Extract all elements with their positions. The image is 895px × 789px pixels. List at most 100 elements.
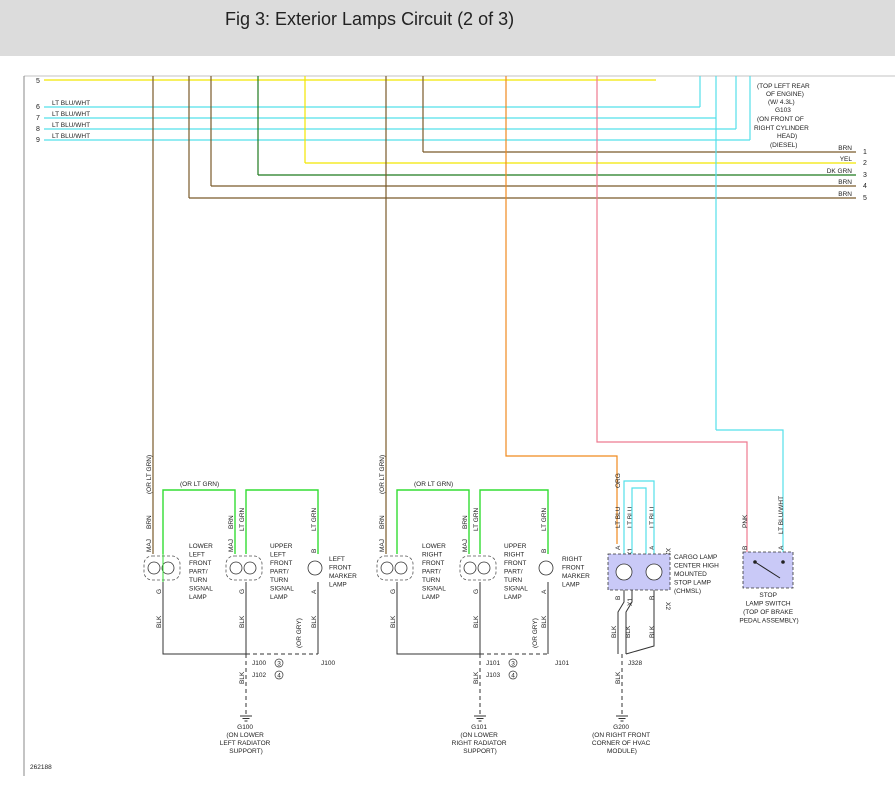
vertical-feeds <box>152 76 784 554</box>
pin-x1: X1 <box>627 548 634 556</box>
vlabel-ltblu-2: LT BLU <box>627 506 634 528</box>
ground-label-line: G200 <box>613 724 629 731</box>
lamp-label-line: TURN <box>504 577 522 584</box>
lamp-label-line: LEFT <box>329 556 345 563</box>
right-num-4: 4 <box>863 183 867 190</box>
vlabel-ltgrn-4: LT GRN <box>541 507 548 531</box>
lamp-label-line: MOUNTED <box>674 571 707 578</box>
splice-num: 4 <box>511 673 515 680</box>
splice-j328: J328 <box>628 660 642 667</box>
figure-title: Fig 3: Exterior Lamps Circuit (2 of 3) <box>225 9 515 29</box>
left-green-wiring <box>162 489 319 554</box>
right-num-3: 3 <box>863 172 867 179</box>
lamp-label-line: PART/ <box>270 569 289 576</box>
lamp-label-line: CENTER HIGH <box>674 563 719 570</box>
wire-org <box>505 76 618 544</box>
pin-b: B <box>742 546 749 550</box>
lamp-label-line: PART/ <box>422 569 441 576</box>
lamp-label-line: SIGNAL <box>189 586 213 593</box>
row-label-7: LT BLU/WHT <box>52 111 90 118</box>
top-bus-wires <box>44 79 750 141</box>
ground-note-line: (ON FRONT OF <box>757 116 804 123</box>
wire-ltgrn-right-b <box>479 489 549 554</box>
wire-ltblu-cargo <box>623 480 655 556</box>
wire-blk <box>625 590 655 655</box>
right-label-yel-2: YEL <box>840 156 853 163</box>
lamp-label-line: FRONT <box>270 560 292 567</box>
switch-terminal <box>753 560 757 564</box>
pin-g: G <box>390 589 397 594</box>
splice-num-circle <box>508 658 518 668</box>
splice-j101: J101 <box>486 660 500 667</box>
vlabel-blk: BLK <box>311 615 318 628</box>
vlabel-pnk: PNK <box>742 514 749 528</box>
switch-terminal <box>781 560 785 564</box>
ground-symbols <box>240 715 628 722</box>
lamp-label-line: STOP LAMP <box>674 580 711 587</box>
lamp-label: LOWER RIGHT FRONT PART/ TURN SIGNAL LAMP <box>422 543 448 601</box>
lamp-cargo-chmsl <box>607 480 671 591</box>
lamp-lower-left <box>143 554 181 584</box>
lamp-label-line: FRONT <box>562 565 584 572</box>
label-or-lt-grn-left: (OR LT GRN) <box>180 481 219 488</box>
lamp-label-line: UPPER <box>270 543 293 550</box>
ground-label-line: SUPPORT) <box>229 748 262 755</box>
bulb-icon <box>380 561 394 575</box>
title-bar: Fig 3: Exterior Lamps Circuit (2 of 3) <box>0 0 895 56</box>
lamp-label-line: FRONT <box>422 560 444 567</box>
switch-label-line: STOP <box>759 592 776 599</box>
wire-blk <box>625 590 633 654</box>
splice-labels: J100 3 J100 J102 4 J101 3 J101 J103 4 J3… <box>252 658 642 680</box>
vlabel-blk: BLK <box>390 615 397 628</box>
lamp-label-line: LEFT <box>189 552 205 559</box>
ground-label-line: LEFT RADIATOR <box>220 740 271 747</box>
switch-label: STOP LAMP SWITCH (TOP OF BRAKE PEDAL ASS… <box>739 592 798 625</box>
splice-num: 4 <box>277 673 281 680</box>
right-label-brn-5: BRN <box>838 191 852 198</box>
ground-icon <box>474 715 486 722</box>
vlabel-org: ORG <box>615 473 622 488</box>
lamp-label-line: LEFT <box>270 552 286 559</box>
vlabel-ltgrn-2: LT GRN <box>311 507 318 531</box>
lamp-label-line: PART/ <box>189 569 208 576</box>
pin-b: B <box>311 549 318 553</box>
label-or-lt-grn-right: (OR LT GRN) <box>414 481 453 488</box>
right-label-brn-1: BRN <box>838 145 852 152</box>
pin-a: A <box>615 545 622 550</box>
wire-ltgrn-left-a <box>162 489 236 554</box>
figure-id: 262188 <box>30 764 52 771</box>
row-num-6: 6 <box>36 104 40 111</box>
pin-g: G <box>156 589 163 594</box>
splice-num: 3 <box>511 661 515 668</box>
wire-blk <box>162 582 246 655</box>
row-label-6: LT BLU/WHT <box>52 100 90 107</box>
lamp-label-line: MARKER <box>562 573 590 580</box>
pin-x2: X2 <box>664 602 671 610</box>
ground-wiring <box>162 582 655 716</box>
vlabel-ltblu-1: LT BLU <box>615 506 622 528</box>
bulb-icon <box>147 561 161 575</box>
ground-label-g200: G200 (ON RIGHT FRONT CORNER OF HVAC MODU… <box>592 724 652 755</box>
lamp-lower-right <box>376 555 414 581</box>
lamp-label: LOWER LEFT FRONT PART/ TURN SIGNAL LAMP <box>189 543 215 601</box>
lamp-label-line: LAMP <box>562 582 580 589</box>
bulb-icon <box>615 563 633 581</box>
lamp-label-line: TURN <box>189 577 207 584</box>
lamp-label-line: UPPER <box>504 543 527 550</box>
stop-lamp-switch <box>742 551 794 589</box>
lamp-label-line: MARKER <box>329 573 357 580</box>
row-num-9: 9 <box>36 137 40 144</box>
lamp-label-line: LAMP <box>504 594 522 601</box>
splice-num-circle <box>274 658 284 668</box>
ground-label-line: G100 <box>237 724 253 731</box>
vlabel-ltgrn-3: LT GRN <box>473 507 480 531</box>
lamp-upper-right <box>459 555 497 581</box>
ground-note-line: RIGHT CYLINDER <box>754 125 809 132</box>
lamp-right-marker <box>538 560 554 576</box>
ground-note-line: (W/ 4.3L) <box>768 99 795 106</box>
wire-ltgrn-right-a <box>396 489 470 554</box>
vlabel-blk: BLK <box>473 671 480 684</box>
pin-a: A <box>649 545 656 550</box>
ground-icon <box>240 715 252 722</box>
lamp-connector-outline <box>225 555 263 581</box>
